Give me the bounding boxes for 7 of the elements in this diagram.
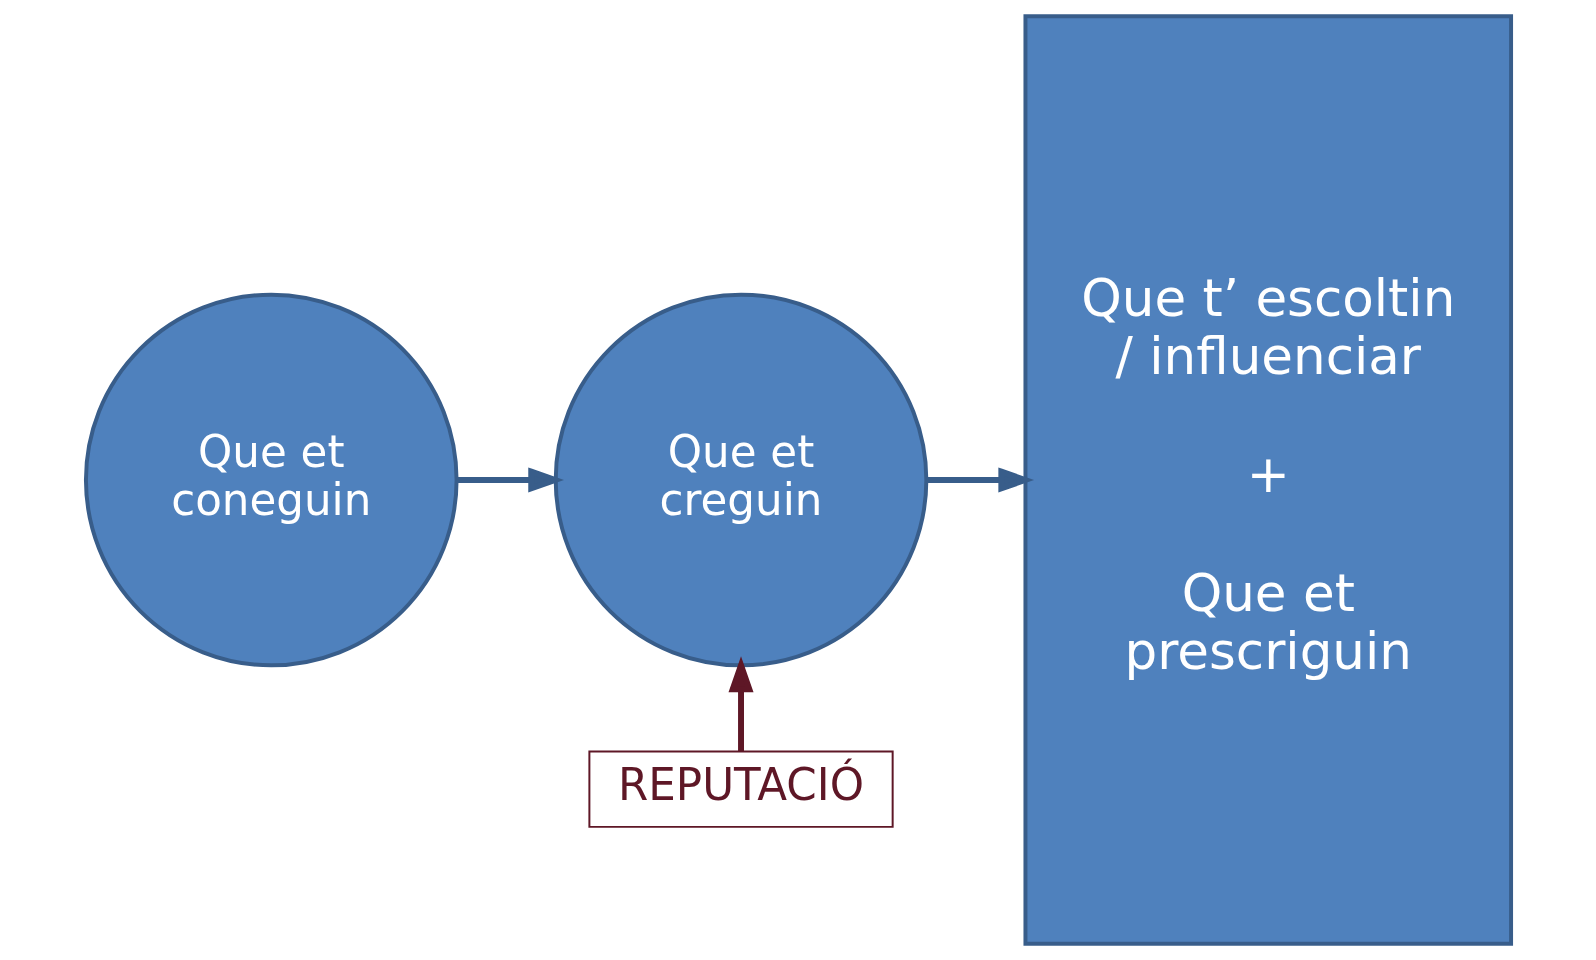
arrow (728, 656, 754, 752)
node-circle: Que et creguin (553, 292, 928, 668)
arrow (456, 467, 564, 493)
arrow (926, 467, 1034, 493)
node-circle: Que et coneguin (83, 292, 459, 668)
node-box: Que t’ escoltin / influenciar + Que et prescriguin (1022, 14, 1513, 946)
node-box: REPUTACIÓ (587, 750, 894, 828)
